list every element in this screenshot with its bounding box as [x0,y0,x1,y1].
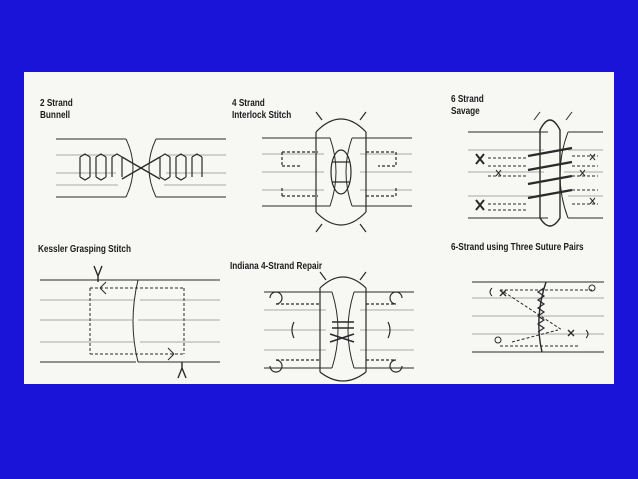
label-line: Indiana 4-Strand Repair [230,261,323,272]
label-line: 6-Strand using Three Suture Pairs [451,242,584,253]
interlock-diagram [262,110,412,250]
label-line: 6 Strand [451,94,484,105]
label-6-strand-three-pairs: 6-Strand using Three Suture Pairs [451,242,584,254]
label-line: 4 Strand [232,98,265,109]
tendon-right [560,132,603,218]
label-line: Bunnell [40,110,71,121]
label-line: Interlock Stitch [232,110,292,121]
tendon-left [264,292,338,368]
suture [282,112,396,232]
suture [90,266,186,378]
savage-diagram [468,110,603,230]
label-4-strand-interlock: 4 Strand Interlock Stitch [232,98,291,122]
label-line: 2 Strand [40,98,73,109]
suture [270,272,402,381]
suture [476,112,598,226]
bunnell-diagram [56,127,226,217]
label-kessler-grasping: Kessler Grasping Stitch [38,244,131,256]
tendon-right [348,292,414,368]
kessler-diagram [40,266,220,378]
tendon-left [40,280,138,362]
tendon-right [346,138,412,206]
label-2-strand-bunnell: 2 Strand Bunnell [40,98,73,122]
label-line: Kessler Grasping Stitch [38,244,131,255]
label-indiana-4-strand: Indiana 4-Strand Repair [230,261,322,273]
tendon-left [468,132,548,218]
label-6-strand-savage: 6 Strand Savage [451,94,484,118]
label-line: Savage [451,106,480,117]
tendon-left [262,138,336,206]
suture [490,285,595,346]
indiana-diagram [264,272,414,382]
suture-techniques-figure: 2 Strand Bunnell 4 Strand Interlock Stit… [24,72,614,384]
suture [80,154,202,180]
three-pairs-diagram [472,268,604,360]
tendon-right [133,280,220,362]
